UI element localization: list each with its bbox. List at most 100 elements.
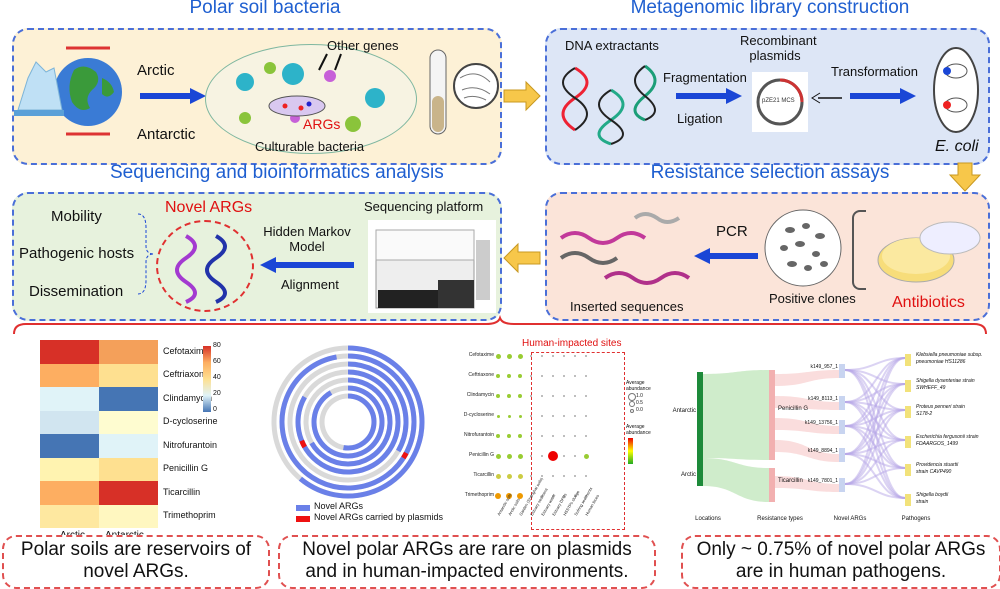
dot-legend-size-title: Average abundance xyxy=(626,380,651,392)
dot-mark xyxy=(495,453,501,459)
sankey-flow xyxy=(844,369,906,499)
dot-mark xyxy=(585,475,587,477)
iceberg-icon xyxy=(14,58,64,118)
dot-row-label: Cefotaxime xyxy=(468,352,494,358)
heatmap-scale-tick: 20 xyxy=(213,390,221,397)
dot-mark xyxy=(563,355,565,357)
antibiotics-label: Antibiotics xyxy=(892,294,965,311)
dot-mark xyxy=(552,375,554,377)
dot-mark xyxy=(530,455,532,457)
circular-plasmid-arc xyxy=(401,451,409,460)
sankey-flow xyxy=(775,370,839,386)
dot-mark xyxy=(507,374,511,378)
dot-mark xyxy=(583,453,589,459)
ecoli-label: E. coli xyxy=(935,138,979,155)
sankey-flow xyxy=(844,483,906,499)
circular-novel-arc xyxy=(295,369,401,475)
dot-mark xyxy=(496,394,500,398)
dot-mark xyxy=(563,455,565,457)
dot-mark xyxy=(563,495,565,497)
sequencer-icon xyxy=(368,220,496,313)
arrow-icon xyxy=(850,88,916,104)
sankey-label-location: Antarctic xyxy=(673,408,696,414)
dot-mark xyxy=(585,395,587,397)
heatmap-cell xyxy=(40,340,99,364)
ligation-label: Ligation xyxy=(677,111,723,126)
dna-label: DNA extractants xyxy=(565,38,659,53)
arrow-left-icon xyxy=(694,248,758,264)
dot-row-label: Ticarcillin xyxy=(473,472,494,478)
dot-mark xyxy=(541,475,543,477)
dot-mark xyxy=(506,493,512,499)
heatmap-row-label: Trimethoprim xyxy=(163,510,216,521)
heatmap-row-label: Nitrofurantoin xyxy=(163,439,218,450)
sankey-flow xyxy=(775,440,839,462)
dot-mark xyxy=(574,415,576,417)
heatmap-row-label: D-cycloserine xyxy=(163,416,218,427)
dot-mark xyxy=(506,473,512,479)
earth-icon xyxy=(52,42,124,138)
circular-novel-arc xyxy=(311,385,385,459)
platform-label: Sequencing platform xyxy=(364,199,484,214)
dot-mark xyxy=(585,435,587,437)
sankey-label-location: Arctic xyxy=(681,472,696,478)
heatmap-cell xyxy=(99,387,158,411)
dot-mark xyxy=(541,355,543,357)
transformation-label: Transformation xyxy=(831,64,918,79)
dot-mark xyxy=(530,435,532,437)
dot-mark xyxy=(541,495,543,497)
sankey-axis-label: Pathogens xyxy=(901,516,931,522)
dissemination-label: Dissemination xyxy=(29,283,124,300)
dot-row-label: Clindamycin xyxy=(466,392,494,398)
dot-row-label: Ceftriaxone xyxy=(468,372,494,378)
arrow-left-icon xyxy=(260,257,354,273)
dot-mark xyxy=(530,395,532,397)
arrow-icon xyxy=(140,88,206,104)
dot-mark xyxy=(518,394,522,398)
sequences-icon xyxy=(555,198,695,294)
sankey-label-arg: k149_957_1 xyxy=(810,364,838,370)
dot-mark xyxy=(495,473,501,479)
dot-mark xyxy=(585,375,587,377)
dot-mark xyxy=(585,415,587,417)
sankey-node-arg xyxy=(839,396,845,410)
dot-mark xyxy=(563,475,565,477)
heatmap-cell xyxy=(40,457,99,481)
sankey-node-pathogen xyxy=(905,406,911,418)
dot-mark xyxy=(530,415,532,417)
arrow-right-icon xyxy=(503,80,541,112)
dot-row-label: Trimethoprim xyxy=(464,492,494,498)
sequencing-title: Sequencing and bioinformatics analysis xyxy=(110,162,444,183)
legend-novel-label: Novel ARGs xyxy=(314,501,364,511)
metagenomic-title: Metagenomic library construction xyxy=(630,0,910,18)
sankey-axis-label: Locations xyxy=(695,516,721,522)
dot-mark xyxy=(552,355,554,357)
dot-mark xyxy=(541,455,543,457)
sankey-node-arg xyxy=(839,478,845,492)
dot-mark xyxy=(530,495,532,497)
dot-mark xyxy=(507,414,511,418)
sankey-node-pathogen xyxy=(905,380,911,392)
dot-legend-color-title: Average abundance xyxy=(626,424,651,436)
heatmap-cell xyxy=(40,504,99,528)
dot-mark xyxy=(506,453,512,459)
resistance-title: Resistance selection assays xyxy=(650,162,890,183)
red-brace-icon xyxy=(13,314,987,335)
args-label: ARGs xyxy=(303,116,341,132)
human-sites-title: Human-impacted sites xyxy=(522,338,622,349)
heatmap-cell xyxy=(40,387,99,411)
dot-mark xyxy=(496,374,500,378)
circular-novel-arc xyxy=(279,353,417,491)
bacteria-icons xyxy=(215,48,405,148)
dot-mark xyxy=(548,451,558,461)
bracket-icon xyxy=(852,210,866,290)
sankey-flow xyxy=(775,418,839,434)
sankey-node-pathogen xyxy=(905,494,911,506)
dot-mark xyxy=(574,455,576,457)
dot-mark xyxy=(517,353,523,359)
